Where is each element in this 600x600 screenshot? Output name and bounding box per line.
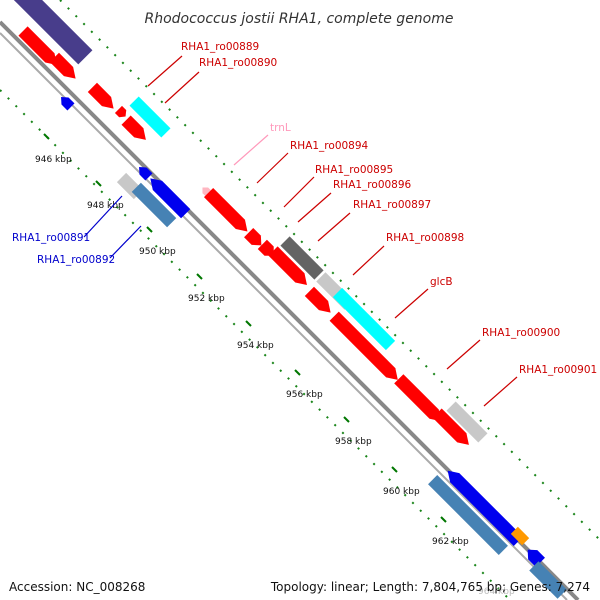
gene-feature bbox=[304, 286, 331, 313]
kbp-tick-label: 956 kbp bbox=[286, 390, 323, 400]
gene-feature bbox=[446, 401, 488, 443]
gene-feature bbox=[121, 115, 146, 140]
kbp-tick-label: 960 kbp bbox=[383, 487, 420, 497]
label-leader-line bbox=[147, 55, 183, 87]
kbp-tick-label: 958 kbp bbox=[335, 437, 372, 447]
gene-feature bbox=[394, 374, 442, 422]
gene-feature bbox=[7, 0, 93, 65]
gene-feature bbox=[61, 97, 75, 111]
kbp-tick-label: 946 kbp bbox=[35, 155, 72, 165]
gene-feature bbox=[244, 228, 262, 246]
label-leader-line bbox=[109, 225, 142, 259]
gene-feature bbox=[447, 470, 523, 546]
gene-label[interactable]: RHA1_ro00897 bbox=[353, 199, 431, 211]
backbone-line bbox=[0, 32, 568, 600]
label-leader-line bbox=[317, 212, 351, 242]
label-leader-line bbox=[256, 152, 289, 184]
label-leader-line bbox=[83, 195, 123, 238]
kbp-tick-mark bbox=[245, 320, 252, 327]
kbp-tick-mark bbox=[391, 466, 398, 473]
gene-features bbox=[7, 0, 567, 599]
gene-feature bbox=[139, 167, 153, 181]
kbp-tick-label: 962 kbp bbox=[432, 537, 469, 547]
label-leader-line bbox=[297, 192, 332, 223]
label-leader-line bbox=[352, 245, 385, 276]
gene-feature bbox=[428, 475, 508, 555]
gene-label[interactable]: glcB bbox=[430, 276, 453, 288]
kbp-tick-mark bbox=[196, 273, 203, 280]
gene-label[interactable]: RHA1_ro00898 bbox=[386, 232, 464, 244]
topology-text: Topology: linear; Length: 7,804,765 bp; … bbox=[270, 580, 590, 594]
genome-title: Rhodococcus jostii RHA1, complete genome bbox=[144, 11, 453, 27]
gene-label[interactable]: RHA1_ro00896 bbox=[333, 179, 412, 191]
gene-feature bbox=[257, 239, 274, 256]
gene-label[interactable]: RHA1_ro00889 bbox=[181, 41, 259, 53]
gene-feature bbox=[280, 236, 324, 280]
gene-feature bbox=[150, 178, 191, 219]
label-leader-line bbox=[283, 176, 315, 208]
gene-feature bbox=[268, 246, 307, 285]
kbp-tick-mark bbox=[43, 133, 50, 140]
gene-feature bbox=[527, 549, 545, 567]
label-leader-line bbox=[483, 376, 518, 407]
label-leader-line bbox=[394, 288, 429, 319]
kbp-tick-mark bbox=[294, 369, 301, 376]
label-leader-lines bbox=[83, 55, 518, 407]
gene-label[interactable]: RHA1_ro00890 bbox=[199, 57, 277, 69]
gene-feature bbox=[202, 187, 213, 198]
gene-label[interactable]: RHA1_ro00891 bbox=[12, 232, 90, 244]
kbp-tick-label: 954 kbp bbox=[237, 341, 274, 351]
gene-feature bbox=[510, 526, 530, 546]
label-leader-line bbox=[164, 71, 200, 104]
kbp-tick-mark bbox=[146, 226, 153, 233]
gene-feature bbox=[87, 82, 114, 109]
gene-label[interactable]: trnL bbox=[270, 122, 291, 134]
kbp-tick-label: 952 kbp bbox=[188, 294, 225, 304]
gene-feature bbox=[129, 96, 171, 138]
gene-feature bbox=[432, 408, 469, 445]
kbp-tick-mark bbox=[95, 180, 102, 187]
gene-labels: RHA1_ro00889 RHA1_ro00890 trnL RHA1_ro00… bbox=[12, 41, 597, 376]
accession-text: Accession: NC_008268 bbox=[9, 580, 146, 594]
gene-label[interactable]: RHA1_ro00901 bbox=[519, 364, 597, 376]
label-leader-line bbox=[233, 134, 269, 166]
kbp-ticks: 946 kbp 948 kbp 950 kbp 952 kbp 954 kbp … bbox=[35, 155, 515, 597]
gene-feature bbox=[131, 182, 177, 228]
gene-feature bbox=[329, 311, 398, 380]
label-leader-line bbox=[446, 339, 481, 370]
gene-label[interactable]: RHA1_ro00894 bbox=[290, 140, 369, 152]
gene-feature bbox=[529, 561, 567, 599]
gene-feature bbox=[49, 52, 76, 79]
gene-feature bbox=[203, 187, 248, 232]
gene-label[interactable]: RHA1_ro00895 bbox=[315, 164, 393, 176]
kbp-tick-label: 964 kbp bbox=[478, 587, 515, 597]
gene-feature bbox=[114, 105, 127, 118]
gene-label[interactable]: RHA1_ro00900 bbox=[482, 327, 560, 339]
kbp-tick-label: 950 kbp bbox=[139, 247, 176, 257]
gene-feature bbox=[18, 26, 57, 65]
gene-label[interactable]: RHA1_ro00892 bbox=[37, 254, 115, 266]
kbp-tick-label: 948 kbp bbox=[87, 201, 124, 211]
kbp-tick-mark bbox=[440, 516, 447, 523]
kbp-tick-mark bbox=[343, 416, 350, 423]
gene-feature bbox=[332, 287, 396, 351]
